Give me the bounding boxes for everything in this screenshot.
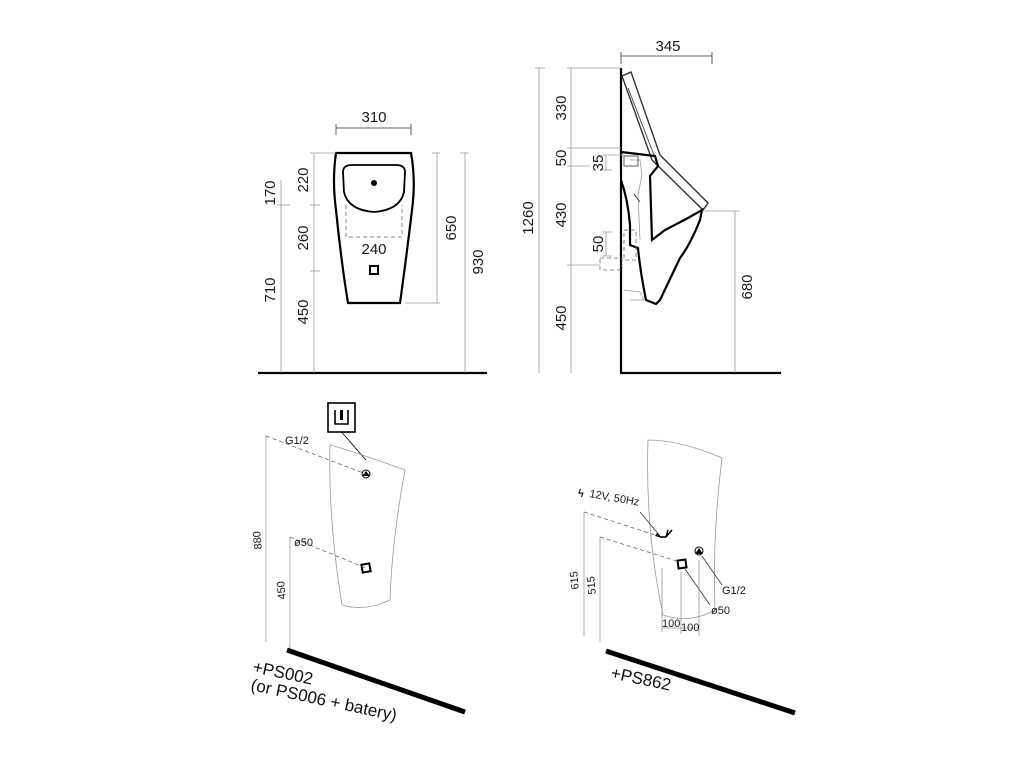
front-dim-260: 260 (295, 225, 312, 250)
right-height-615: 615 (568, 571, 582, 590)
side-depth-label: 345 (655, 38, 680, 55)
side-dim-450: 450 (553, 305, 570, 330)
left-outlet-label: ø50 (294, 537, 313, 549)
right-iso-floor (605, 648, 796, 716)
right-height-515: 515 (585, 576, 599, 595)
inlet-triangle-marker-left (362, 471, 370, 476)
front-dim-450: 450 (295, 299, 312, 324)
side-dim-330: 330 (553, 95, 570, 120)
front-width-label: 310 (361, 109, 386, 126)
left-height-450: 450 (275, 581, 289, 600)
side-dim-50a: 50 (553, 150, 570, 167)
side-view: 345 1260 330 50 430 450 35 (520, 38, 781, 375)
front-inlet-marker (371, 180, 377, 186)
left-iso-floor (286, 647, 466, 715)
urinal-iso-outline-left (329, 444, 406, 608)
front-dim-650: 650 (443, 215, 460, 240)
right-outlet-label: ø50 (711, 605, 730, 617)
right-spacing-1: 100 (662, 618, 680, 630)
side-dim-430: 430 (553, 202, 570, 227)
install-right: ϟ 12V, 50Hz 615 515 100 100 G1/2 ø50 +PS… (568, 439, 796, 716)
left-height-880: 880 (251, 531, 265, 550)
left-inlet-label: G1/2 (285, 435, 309, 447)
urinal-bowl (342, 164, 406, 213)
side-dim-680: 680 (739, 274, 756, 299)
side-dim-35: 35 (590, 155, 607, 172)
inlet-pipe (623, 155, 639, 167)
basin-dashed-rect (345, 205, 403, 238)
power-label: 12V, 50Hz (588, 488, 640, 509)
manual-flush-icon (327, 402, 367, 461)
front-dim-170: 170 (262, 180, 279, 205)
power-icon: ϟ (578, 488, 584, 500)
front-dim-220: 220 (295, 167, 312, 192)
install-left: G1/2 ø50 880 450 +PS002 (or PS006 + bate… (249, 402, 466, 725)
urinal-iso-outline-right (647, 439, 723, 619)
side-dim-50b: 50 (590, 236, 607, 253)
right-spacing-2: 100 (681, 622, 699, 634)
right-inlet-label: G1/2 (722, 585, 746, 597)
urinal-front-outline (332, 151, 415, 305)
side-dim-1260: 1260 (520, 201, 537, 234)
sensor-fitting (660, 529, 673, 538)
lid-outline (621, 71, 709, 212)
front-dim-710: 710 (262, 277, 279, 302)
urinal-side-outline (619, 150, 704, 306)
front-dim-930: 930 (470, 249, 487, 274)
front-view: 310 240 170 710 220 260 450 650 930 (258, 109, 487, 375)
basin-width-label: 240 (361, 241, 386, 258)
urinal-inner-channel (630, 159, 643, 241)
inlet-triangle-marker-right (695, 548, 703, 554)
